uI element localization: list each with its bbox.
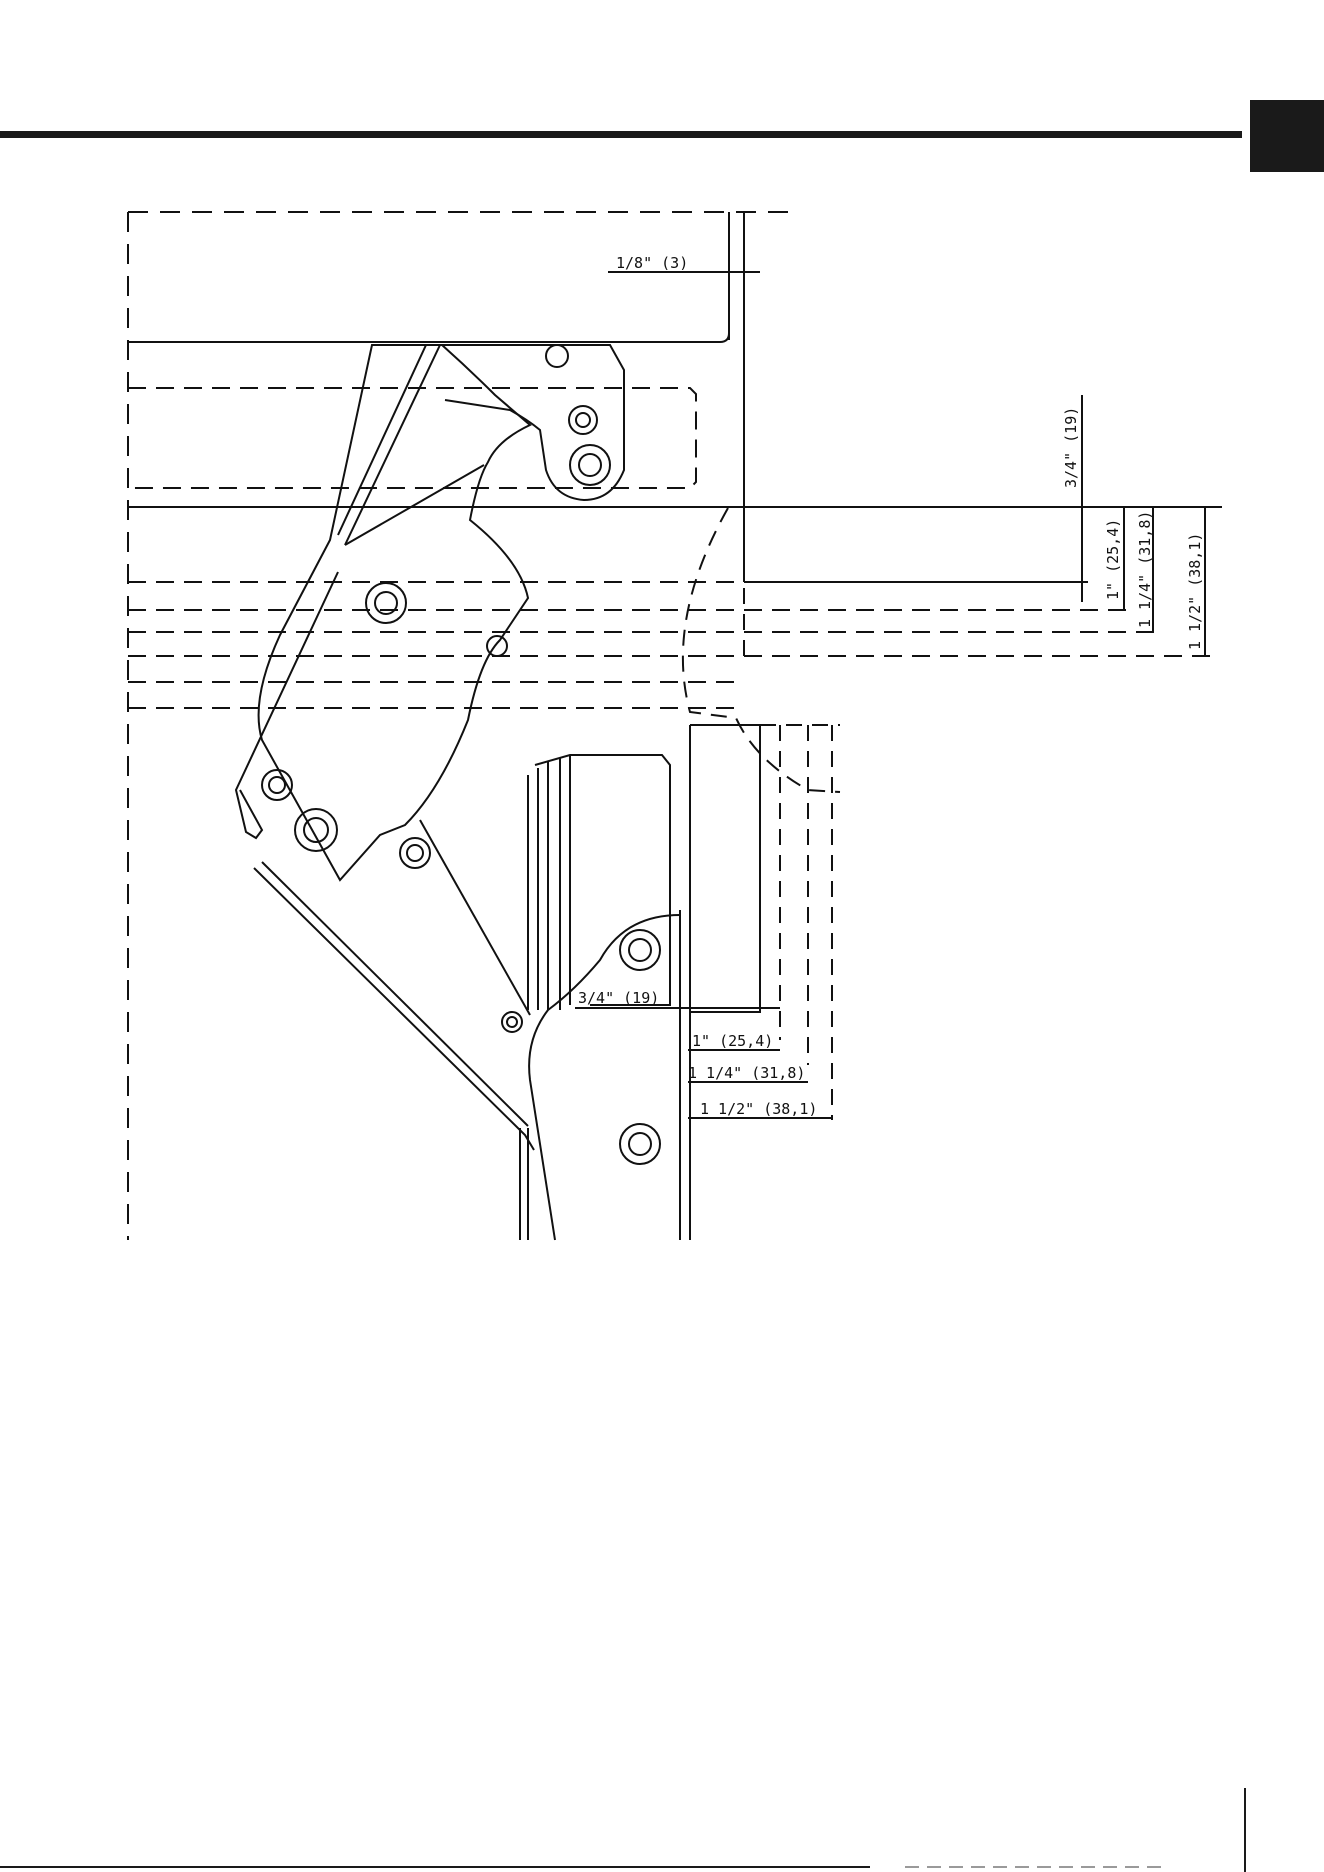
screw-hole-9-inner [507,1017,517,1027]
dim-label-bottom-1-1-4: 1 1/4" (31,8) [688,1064,805,1082]
screw-hole-7-inner [407,845,423,861]
screw-hole-2-inner [576,413,590,427]
dim-label-bottom-3-4: 3/4" (19) [578,989,659,1007]
dim-label-right-1-1-4: 1 1/4" (31,8) [1136,511,1154,628]
screw-hole-10-inner [629,1133,651,1155]
screw-hole-8-inner [629,939,651,961]
lower-hinge-mount [529,915,680,1240]
screw-hole-8 [620,930,660,970]
screw-hole-3 [570,445,610,485]
screw-hole-2 [569,406,597,434]
mounting-plate-face [690,725,760,1012]
dim-label-right-3-4: 3/4" (19) [1062,407,1080,488]
dim-label-bottom-1-1-2: 1 1/2" (38,1) [700,1100,817,1118]
dim-label-right-1: 1" (25,4) [1104,519,1122,600]
page-edge-rule [1244,1788,1246,1872]
hinge-arm-edge-a [345,345,440,545]
door-swing-arc [683,508,840,792]
screw-hole-5-inner [269,777,285,793]
screw-hole-4 [366,583,406,623]
screw-hole-3-inner [579,454,601,476]
door-panel [128,212,729,342]
footer-rule-faint [905,1866,1165,1868]
dim-label-gap: 1/8" (3) [616,254,688,272]
dim-label-right-1-1-2: 1 1/2" (38,1) [1186,533,1204,650]
upper-hinge-arm [259,345,530,880]
lower-link-edge [254,868,534,1150]
lower-link-edge-inner [262,862,528,1126]
screw-hole-6 [295,809,337,851]
footer-rule [0,1866,870,1868]
screw-hole-9 [502,1012,522,1032]
lower-link-diagonal [420,820,530,1015]
dim-label-bottom-1: 1" (25,4) [692,1032,773,1050]
hinge-arm-tip [236,572,338,838]
cam-notch [487,636,507,656]
screw-hole-7 [400,838,430,868]
screw-hole-1 [546,345,568,367]
screw-hole-10 [620,1124,660,1164]
